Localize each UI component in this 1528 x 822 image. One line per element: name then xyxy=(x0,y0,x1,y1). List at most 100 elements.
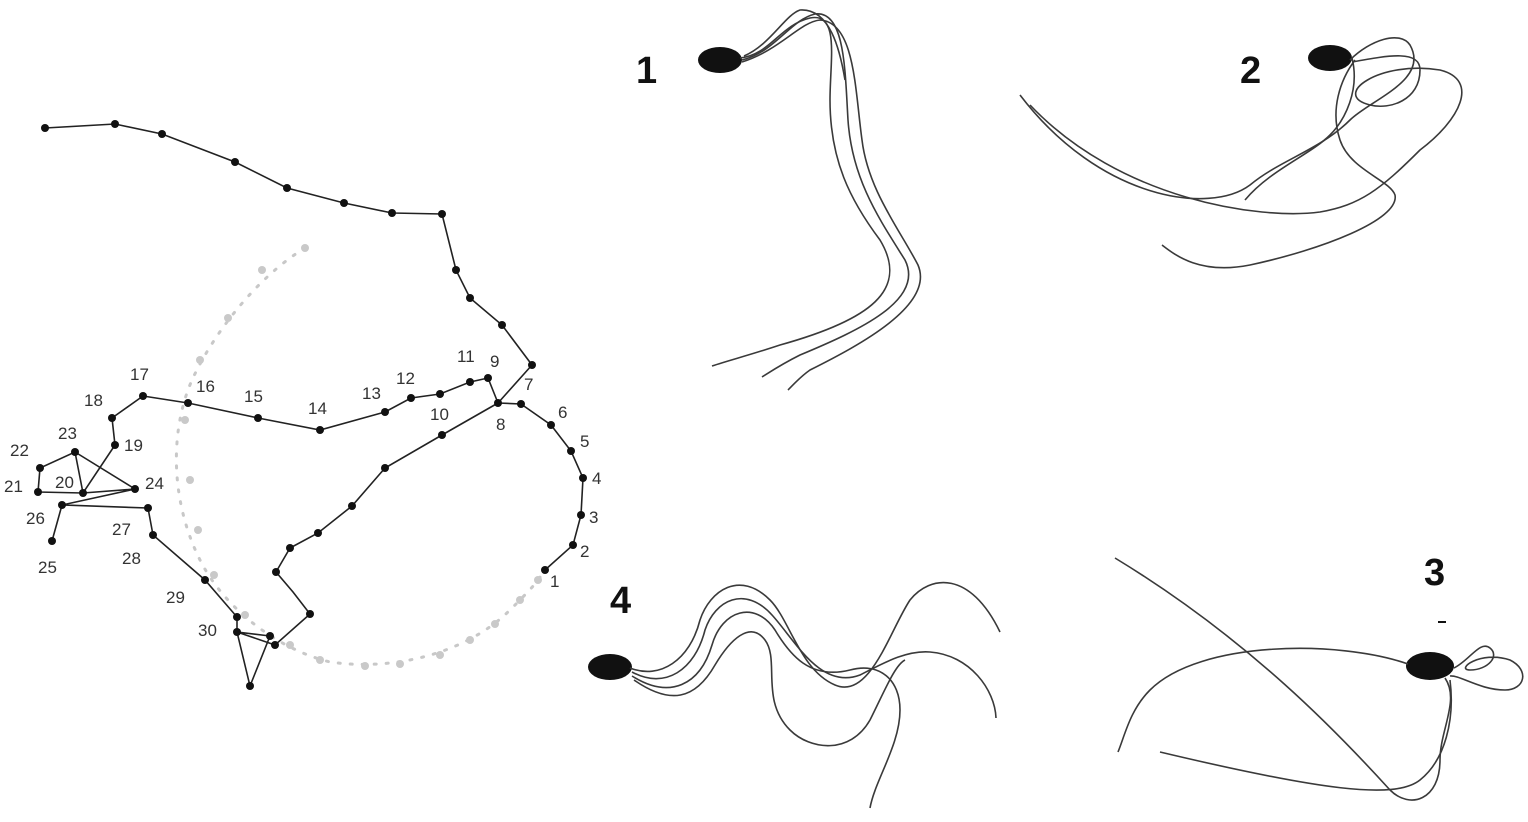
label-24: 24 xyxy=(145,474,164,493)
label-20: 20 xyxy=(55,473,74,492)
trajectory-point xyxy=(569,541,577,549)
trajectory-point xyxy=(567,447,575,455)
grey-path xyxy=(176,248,545,664)
grey-trajectory-point xyxy=(186,476,194,484)
grey-trajectory-point xyxy=(181,416,189,424)
trajectory-plot: 1 2 3 4 5 6 7 8 9 10 11 12 13 14 15 16 1… xyxy=(4,120,601,690)
flagellum-traces xyxy=(630,583,1000,808)
label-14: 14 xyxy=(308,399,327,418)
label-25: 25 xyxy=(38,558,57,577)
trajectory-point xyxy=(254,414,262,422)
label-23: 23 xyxy=(58,424,77,443)
sperm-head-icon xyxy=(1308,45,1352,71)
trajectory-point xyxy=(184,399,192,407)
trajectory-point xyxy=(577,511,585,519)
grey-trajectory-point xyxy=(210,571,218,579)
grey-trajectory-point xyxy=(534,576,542,584)
trajectory-point xyxy=(286,544,294,552)
trajectory-point xyxy=(498,321,506,329)
grey-trajectory-point xyxy=(196,356,204,364)
label-18: 18 xyxy=(84,391,103,410)
trajectory-point xyxy=(484,374,492,382)
trajectory-point xyxy=(438,210,446,218)
trajectory-point xyxy=(272,568,280,576)
grey-trajectory-point xyxy=(241,611,249,619)
trajectory-point xyxy=(348,502,356,510)
label-30: 30 xyxy=(198,621,217,640)
panel-4: 4 xyxy=(588,580,1000,808)
label-22: 22 xyxy=(10,441,29,460)
sperm-head-icon xyxy=(698,47,742,73)
loop-path xyxy=(275,403,498,645)
trajectory-point xyxy=(438,431,446,439)
panel-1-number: 1 xyxy=(636,50,657,92)
trajectory-point xyxy=(316,426,324,434)
trajectory-point xyxy=(541,566,549,574)
label-16: 16 xyxy=(196,377,215,396)
label-2: 2 xyxy=(580,542,589,561)
trajectory-point xyxy=(158,130,166,138)
grey-trajectory-point xyxy=(396,660,404,668)
panel-2-number: 2 xyxy=(1240,50,1261,92)
label-13: 13 xyxy=(362,384,381,403)
label-1: 1 xyxy=(550,572,559,591)
grey-trajectory-point xyxy=(466,636,474,644)
trajectory-point xyxy=(436,390,444,398)
label-4: 4 xyxy=(592,469,601,488)
trajectory-point xyxy=(528,361,536,369)
panel-3-number: 3 xyxy=(1424,552,1445,594)
panel-1: 1 xyxy=(636,10,920,390)
trajectory-point xyxy=(71,448,79,456)
trajectory-point xyxy=(266,632,274,640)
label-19: 19 xyxy=(124,436,143,455)
label-10: 10 xyxy=(430,405,449,424)
panel-2: 2 xyxy=(1020,38,1462,268)
trajectory-point xyxy=(144,504,152,512)
trajectory-point xyxy=(233,628,241,636)
trajectory-point xyxy=(58,501,66,509)
label-27: 27 xyxy=(112,520,131,539)
trajectory-point xyxy=(201,576,209,584)
grey-trajectory-point xyxy=(194,526,202,534)
grey-trajectory-point xyxy=(436,651,444,659)
trajectory-point xyxy=(388,209,396,217)
trajectory-point xyxy=(314,529,322,537)
trajectory-point xyxy=(41,124,49,132)
panel-4-number: 4 xyxy=(610,580,631,622)
trajectory-point xyxy=(36,464,44,472)
label-28: 28 xyxy=(122,549,141,568)
trajectory-point xyxy=(381,464,389,472)
grey-trajectory-point xyxy=(361,662,369,670)
label-8: 8 xyxy=(496,415,505,434)
trajectory-point xyxy=(131,485,139,493)
trajectory-point xyxy=(233,613,241,621)
trajectory-point xyxy=(111,120,119,128)
grey-trajectory-point xyxy=(316,656,324,664)
label-26: 26 xyxy=(26,509,45,528)
trajectory-point xyxy=(79,489,87,497)
trajectory-point xyxy=(466,294,474,302)
grey-trajectory-point xyxy=(516,596,524,604)
trajectory-point xyxy=(407,394,415,402)
grey-trajectory-point xyxy=(301,244,309,252)
trajectory-point xyxy=(34,488,42,496)
label-29: 29 xyxy=(166,588,185,607)
trajectory-point xyxy=(494,399,502,407)
trajectory-point xyxy=(579,474,587,482)
trajectory-point xyxy=(466,378,474,386)
grey-trajectory-point xyxy=(286,641,294,649)
panel-3: 3 xyxy=(1115,552,1523,800)
trajectory-point xyxy=(517,400,525,408)
grey-trajectory-point xyxy=(258,266,266,274)
trajectory-point xyxy=(139,392,147,400)
point-labels: 1 2 3 4 5 6 7 8 9 10 11 12 13 14 15 16 1… xyxy=(4,347,601,640)
trajectory-point xyxy=(381,408,389,416)
trajectory-point xyxy=(452,266,460,274)
sperm-head-icon xyxy=(588,654,632,680)
trajectory-point xyxy=(547,421,555,429)
label-12: 12 xyxy=(396,369,415,388)
trajectory-point xyxy=(271,641,279,649)
trajectory-point xyxy=(231,158,239,166)
trajectory-point xyxy=(283,184,291,192)
